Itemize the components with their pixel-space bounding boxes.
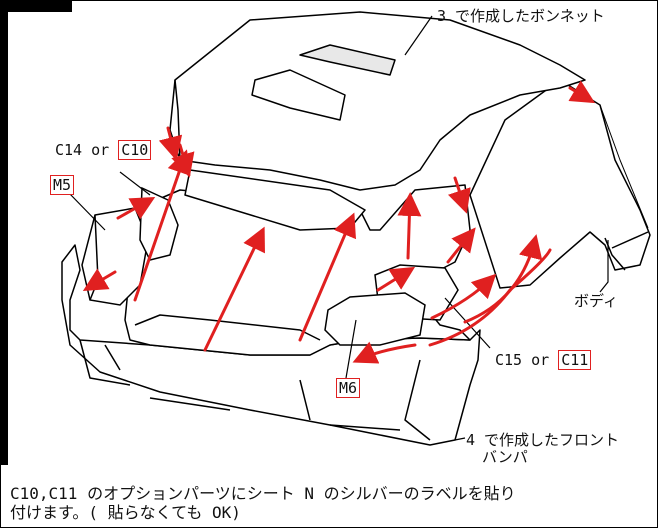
caption-line-1: C10,C11 のオプションパーツにシート N のシルバーのラベルを貼り — [10, 484, 516, 503]
label-m5-wrap: M5 — [50, 175, 75, 195]
label-c10: C10 — [118, 140, 152, 160]
car-body-illustration — [61, 11, 651, 446]
left-border-bar — [0, 0, 8, 465]
label-c14-c10: C14 or C10 — [55, 140, 152, 160]
label-c15-prefix: C15 or — [495, 351, 550, 369]
part-m6 — [324, 292, 426, 346]
label-m5: M5 — [50, 175, 75, 195]
caption-line-2: 付けます。( 貼らなくても OK) — [10, 503, 241, 522]
label-c14-prefix: C14 or — [55, 141, 110, 159]
label-bumper-line2: バンパ — [482, 448, 528, 466]
label-body: ボディ — [574, 292, 618, 310]
hood — [169, 11, 586, 191]
label-m6-wrap: M6 — [336, 378, 361, 398]
label-c15-c11: C15 or C11 — [495, 350, 592, 370]
corner-block — [0, 0, 72, 12]
instruction-caption: C10,C11 のオプションパーツにシート N のシルバーのラベルを貼り 付けま… — [10, 484, 650, 522]
label-m6: M6 — [336, 378, 361, 398]
label-hood: 3 で作成したボンネット — [437, 7, 605, 25]
label-c11: C11 — [558, 350, 592, 370]
front-bumper — [61, 244, 481, 446]
label-bumper-line1: 4 で作成したフロント — [466, 431, 620, 449]
red-arrows — [82, 80, 596, 364]
